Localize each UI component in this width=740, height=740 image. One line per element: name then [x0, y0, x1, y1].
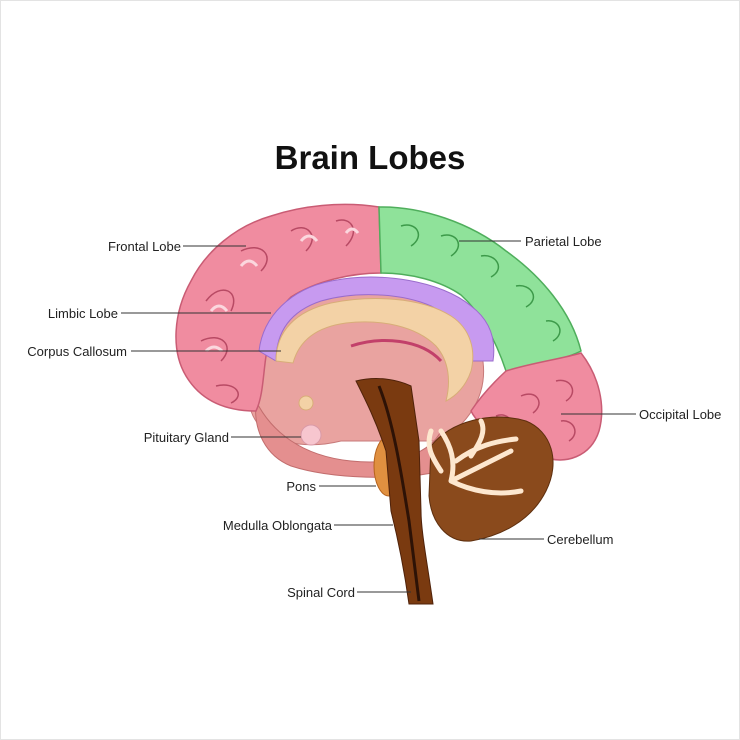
corpus-callosum-shape: [275, 298, 474, 402]
spinal-canal-line: [377, 385, 421, 602]
occipital-gyri: [495, 379, 576, 442]
limbic-lobe-shape: [258, 276, 495, 362]
occipital-lobe-label: Occipital Lobe: [639, 407, 721, 422]
frontal-lobe-shape: [175, 203, 382, 412]
page-title: Brain Lobes: [274, 139, 466, 176]
corpus-callosum-label: Corpus Callosum: [27, 344, 127, 359]
cerebellum-shape: [428, 416, 554, 542]
medulla-oblongata-label: Medulla Oblongata: [223, 518, 333, 533]
arbor-vitae: [426, 418, 524, 496]
frontal-gyri: [200, 219, 355, 404]
spinal-cord-label: Spinal Cord: [287, 585, 355, 600]
limbic-lobe-label: Limbic Lobe: [48, 306, 118, 321]
parietal-lobe-label: Parietal Lobe: [525, 234, 602, 249]
frontal-highlights: [204, 227, 360, 353]
fornix-line: [350, 339, 443, 363]
hypothalamus-shape: [298, 395, 314, 411]
pituitary-gland-label: Pituitary Gland: [144, 430, 229, 445]
pons-label: Pons: [286, 479, 316, 494]
parietal-gyri: [400, 224, 561, 342]
pituitary-gland-shape: [300, 424, 322, 446]
frontal-lobe-label: Frontal Lobe: [108, 239, 181, 254]
cerebellum-label: Cerebellum: [547, 532, 613, 547]
